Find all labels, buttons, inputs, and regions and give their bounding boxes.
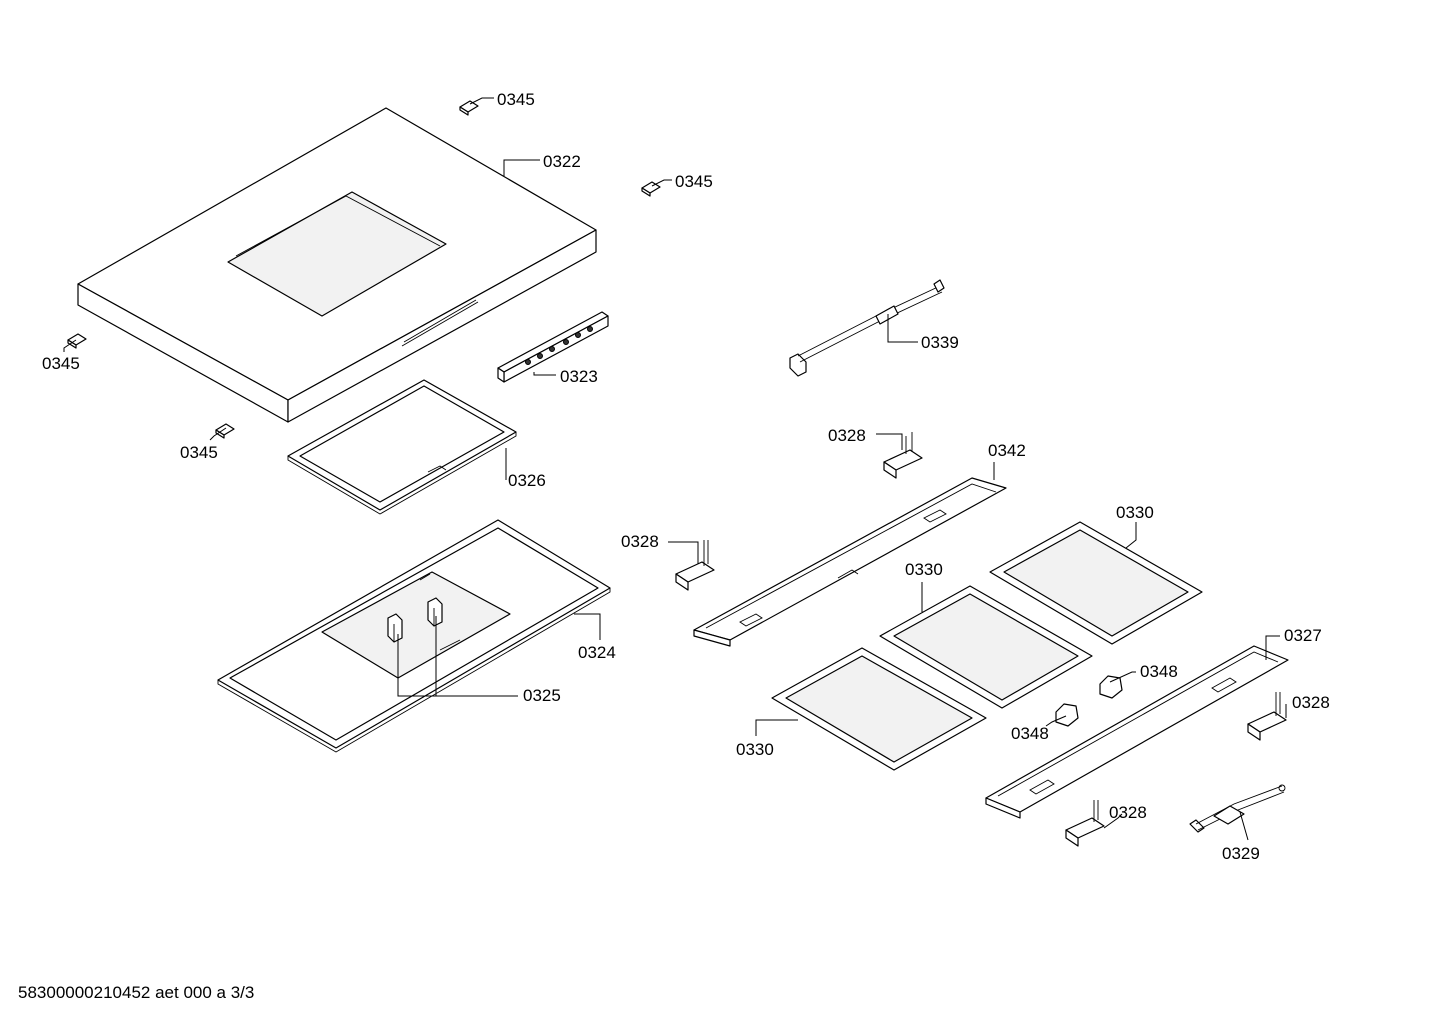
callout-0322: 0322 (543, 152, 581, 171)
part-0327-channel-bar (985, 645, 1289, 819)
part-0348-clamp-b (1055, 703, 1079, 727)
part-0348-clamp-a (1099, 675, 1123, 699)
callout-0328-d: 0328 (1109, 803, 1147, 822)
leader-lines (63, 97, 1287, 841)
callout-0345-bottom: 0345 (180, 443, 218, 462)
part-0328-clip-c (1247, 692, 1287, 741)
part-0322-top-cover (77, 107, 597, 423)
callout-0328-a: 0328 (828, 426, 866, 445)
callout-0330-a: 0330 (1116, 503, 1154, 522)
part-0330-filter-c (771, 647, 987, 771)
part-0345-pad-left (67, 333, 87, 349)
part-0339-wire-harness (789, 279, 945, 377)
part-0345-pad-top (459, 100, 479, 116)
part-0325-bracket-right (427, 597, 443, 627)
part-0330-filter-b (879, 585, 1093, 709)
callout-0325: 0325 (523, 686, 561, 705)
callout-0328-c: 0328 (1292, 693, 1330, 712)
callout-0342: 0342 (988, 441, 1026, 460)
part-0329-cable (1189, 784, 1286, 833)
part-0330-filter-a (989, 521, 1203, 645)
part-0345-pad-right (641, 181, 661, 197)
callout-0328-b: 0328 (621, 532, 659, 551)
callout-0330-b: 0330 (905, 560, 943, 579)
callout-0330-c: 0330 (736, 740, 774, 759)
part-0323-control-strip (497, 311, 609, 383)
callout-0329: 0329 (1222, 844, 1260, 863)
callout-0323: 0323 (560, 367, 598, 386)
part-0328-clip-a (883, 432, 923, 479)
callout-labels: 0345 0322 0345 0345 0323 0345 0339 0326 … (42, 90, 1330, 863)
part-0345-pad-bottom (215, 423, 235, 439)
part-0325-bracket-left (387, 613, 403, 643)
callout-0345-top: 0345 (497, 90, 535, 109)
part-0324-base-tray (217, 519, 611, 753)
callout-0345-right: 0345 (675, 172, 713, 191)
part-0342-channel-bar (693, 477, 1007, 647)
callout-0324: 0324 (578, 643, 616, 662)
document-code: 58300000210452 aet 000 a 3/3 (18, 983, 254, 1002)
callout-0348-b: 0348 (1011, 724, 1049, 743)
part-0326-frame (287, 379, 517, 515)
part-0328-clip-d (1065, 800, 1105, 847)
callout-0339: 0339 (921, 333, 959, 352)
callout-0326: 0326 (508, 471, 546, 490)
callout-0348-a: 0348 (1140, 662, 1178, 681)
callout-0327: 0327 (1284, 626, 1322, 645)
part-0328-clip-b (675, 540, 715, 591)
callout-0345-left: 0345 (42, 354, 80, 373)
